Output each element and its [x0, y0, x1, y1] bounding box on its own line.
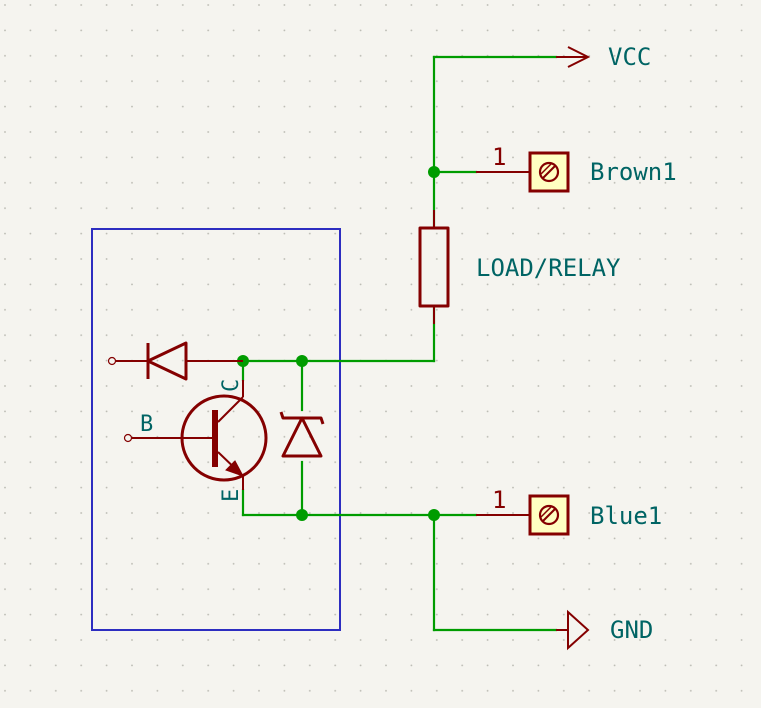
junction-dot — [296, 355, 308, 367]
input-diode — [107, 341, 243, 381]
sensor-box — [91, 228, 341, 631]
vcc-label: VCC — [608, 43, 651, 71]
brown-connector-label: Brown1 — [590, 158, 677, 186]
brown-pin-number: 1 — [492, 143, 506, 171]
transistor-base-label: B — [140, 412, 153, 437]
blue-pin-number: 1 — [492, 486, 506, 514]
gnd-label: GND — [610, 616, 653, 644]
vcc-symbol — [556, 46, 591, 68]
junctions — [237, 166, 440, 521]
blue-connector-label: Blue1 — [590, 502, 662, 530]
zener-diode — [279, 411, 325, 458]
gnd-symbol — [556, 609, 590, 651]
transistor-emitter-label: E — [219, 489, 244, 502]
npn-transistor — [123, 380, 268, 490]
load-label: LOAD/RELAY — [476, 254, 621, 282]
load-resistor — [418, 210, 450, 324]
emitter-arrow-icon — [225, 460, 245, 477]
junction-dot — [296, 509, 308, 521]
transistor-collector-label: C — [219, 379, 244, 392]
brown-connector — [476, 151, 570, 193]
blue-connector — [476, 494, 570, 536]
junction-dot — [428, 509, 440, 521]
junction-dot — [428, 166, 440, 178]
